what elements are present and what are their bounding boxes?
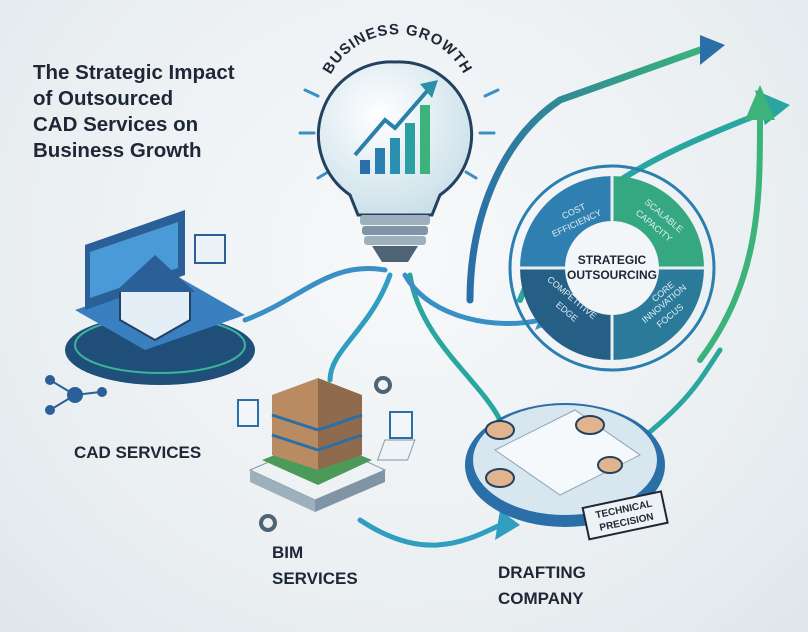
- bim-line: SERVICES: [272, 569, 358, 588]
- segment-cost-efficiency: [520, 176, 612, 268]
- cycle-center-line2: OUTSOURCING: [567, 268, 657, 282]
- network-icon: [45, 375, 107, 415]
- bim-services-illustration: [237, 376, 413, 532]
- cad-services-label: CAD SERVICES: [74, 443, 202, 462]
- bim-services-label: BIM SERVICES: [272, 540, 358, 592]
- bim-line: BIM: [272, 543, 304, 562]
- document-icon: [237, 399, 259, 427]
- flow-lines: [242, 46, 773, 548]
- segment-scalable-capacity: [612, 176, 704, 268]
- cad-services-illustration: [45, 210, 255, 415]
- drafting-line: DRAFTING: [498, 563, 586, 582]
- strategic-cycle: COST EFFICIENCY SCALABLE CAPACITY CORE I…: [508, 164, 716, 372]
- segment-core-innovation: [612, 268, 704, 360]
- page-title: The Strategic Impact of Outsourced CAD S…: [33, 60, 293, 164]
- technical-precision-tag: TECHNICAL PRECISION: [581, 490, 669, 541]
- title-line: of Outsourced: [33, 87, 174, 110]
- bar-chart-icon: [353, 80, 438, 174]
- segment-competitive-edge: [520, 268, 612, 360]
- title-line: The Strategic Impact: [33, 61, 235, 84]
- hands-icon: [485, 415, 623, 488]
- drafting-illustration: TECHNICAL PRECISION: [376, 403, 669, 541]
- lightbulb-icon: BUSINESS GROWTH: [298, 21, 500, 262]
- chart-card-icon: [389, 411, 413, 439]
- title-line: Business Growth: [33, 139, 202, 162]
- drafting-line: COMPANY: [498, 589, 584, 608]
- title-line: CAD Services on: [33, 113, 199, 136]
- cycle-center-line1: STRATEGIC: [578, 253, 647, 267]
- drafting-company-label: DRAFTING COMPANY: [498, 560, 586, 612]
- gear-icon: [259, 376, 392, 532]
